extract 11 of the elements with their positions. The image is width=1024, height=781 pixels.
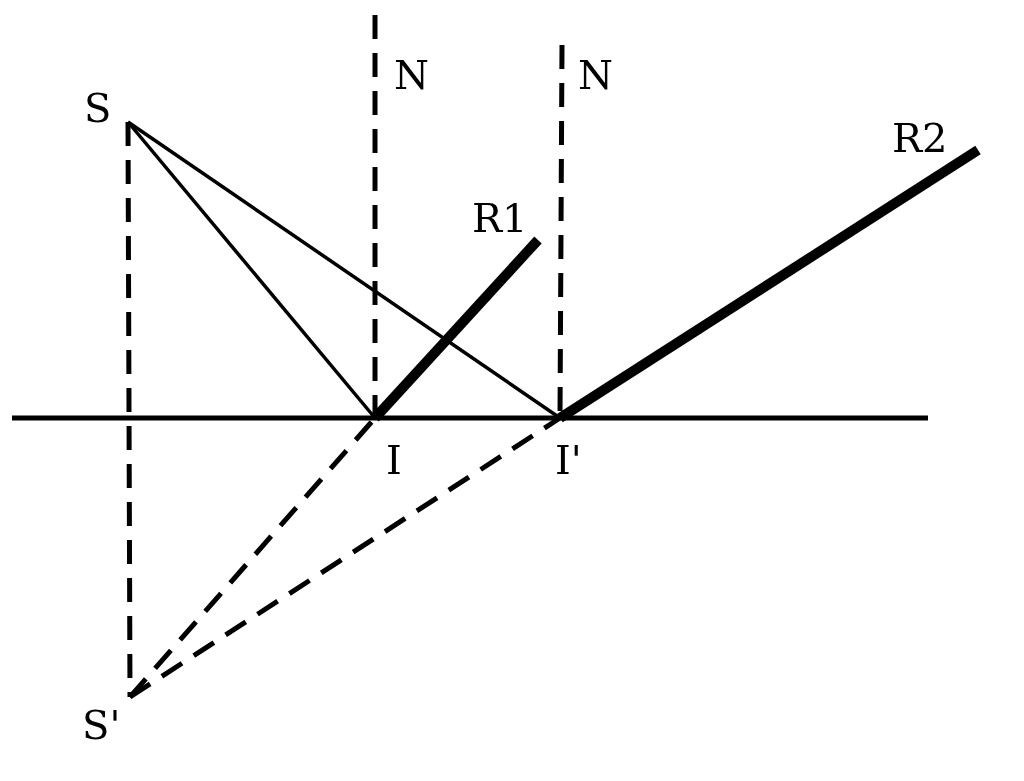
point-label: I <box>384 440 404 480</box>
point-label: S <box>82 88 114 128</box>
point-label: I' <box>553 440 584 480</box>
dashed-line <box>128 415 562 700</box>
point-label: N <box>576 55 615 95</box>
point-label: N <box>392 55 431 95</box>
point-label: R1 <box>470 198 530 238</box>
dashed-line <box>125 122 133 697</box>
point-label: S' <box>80 705 123 745</box>
light-ray <box>557 145 981 423</box>
point-label: R2 <box>890 118 950 158</box>
